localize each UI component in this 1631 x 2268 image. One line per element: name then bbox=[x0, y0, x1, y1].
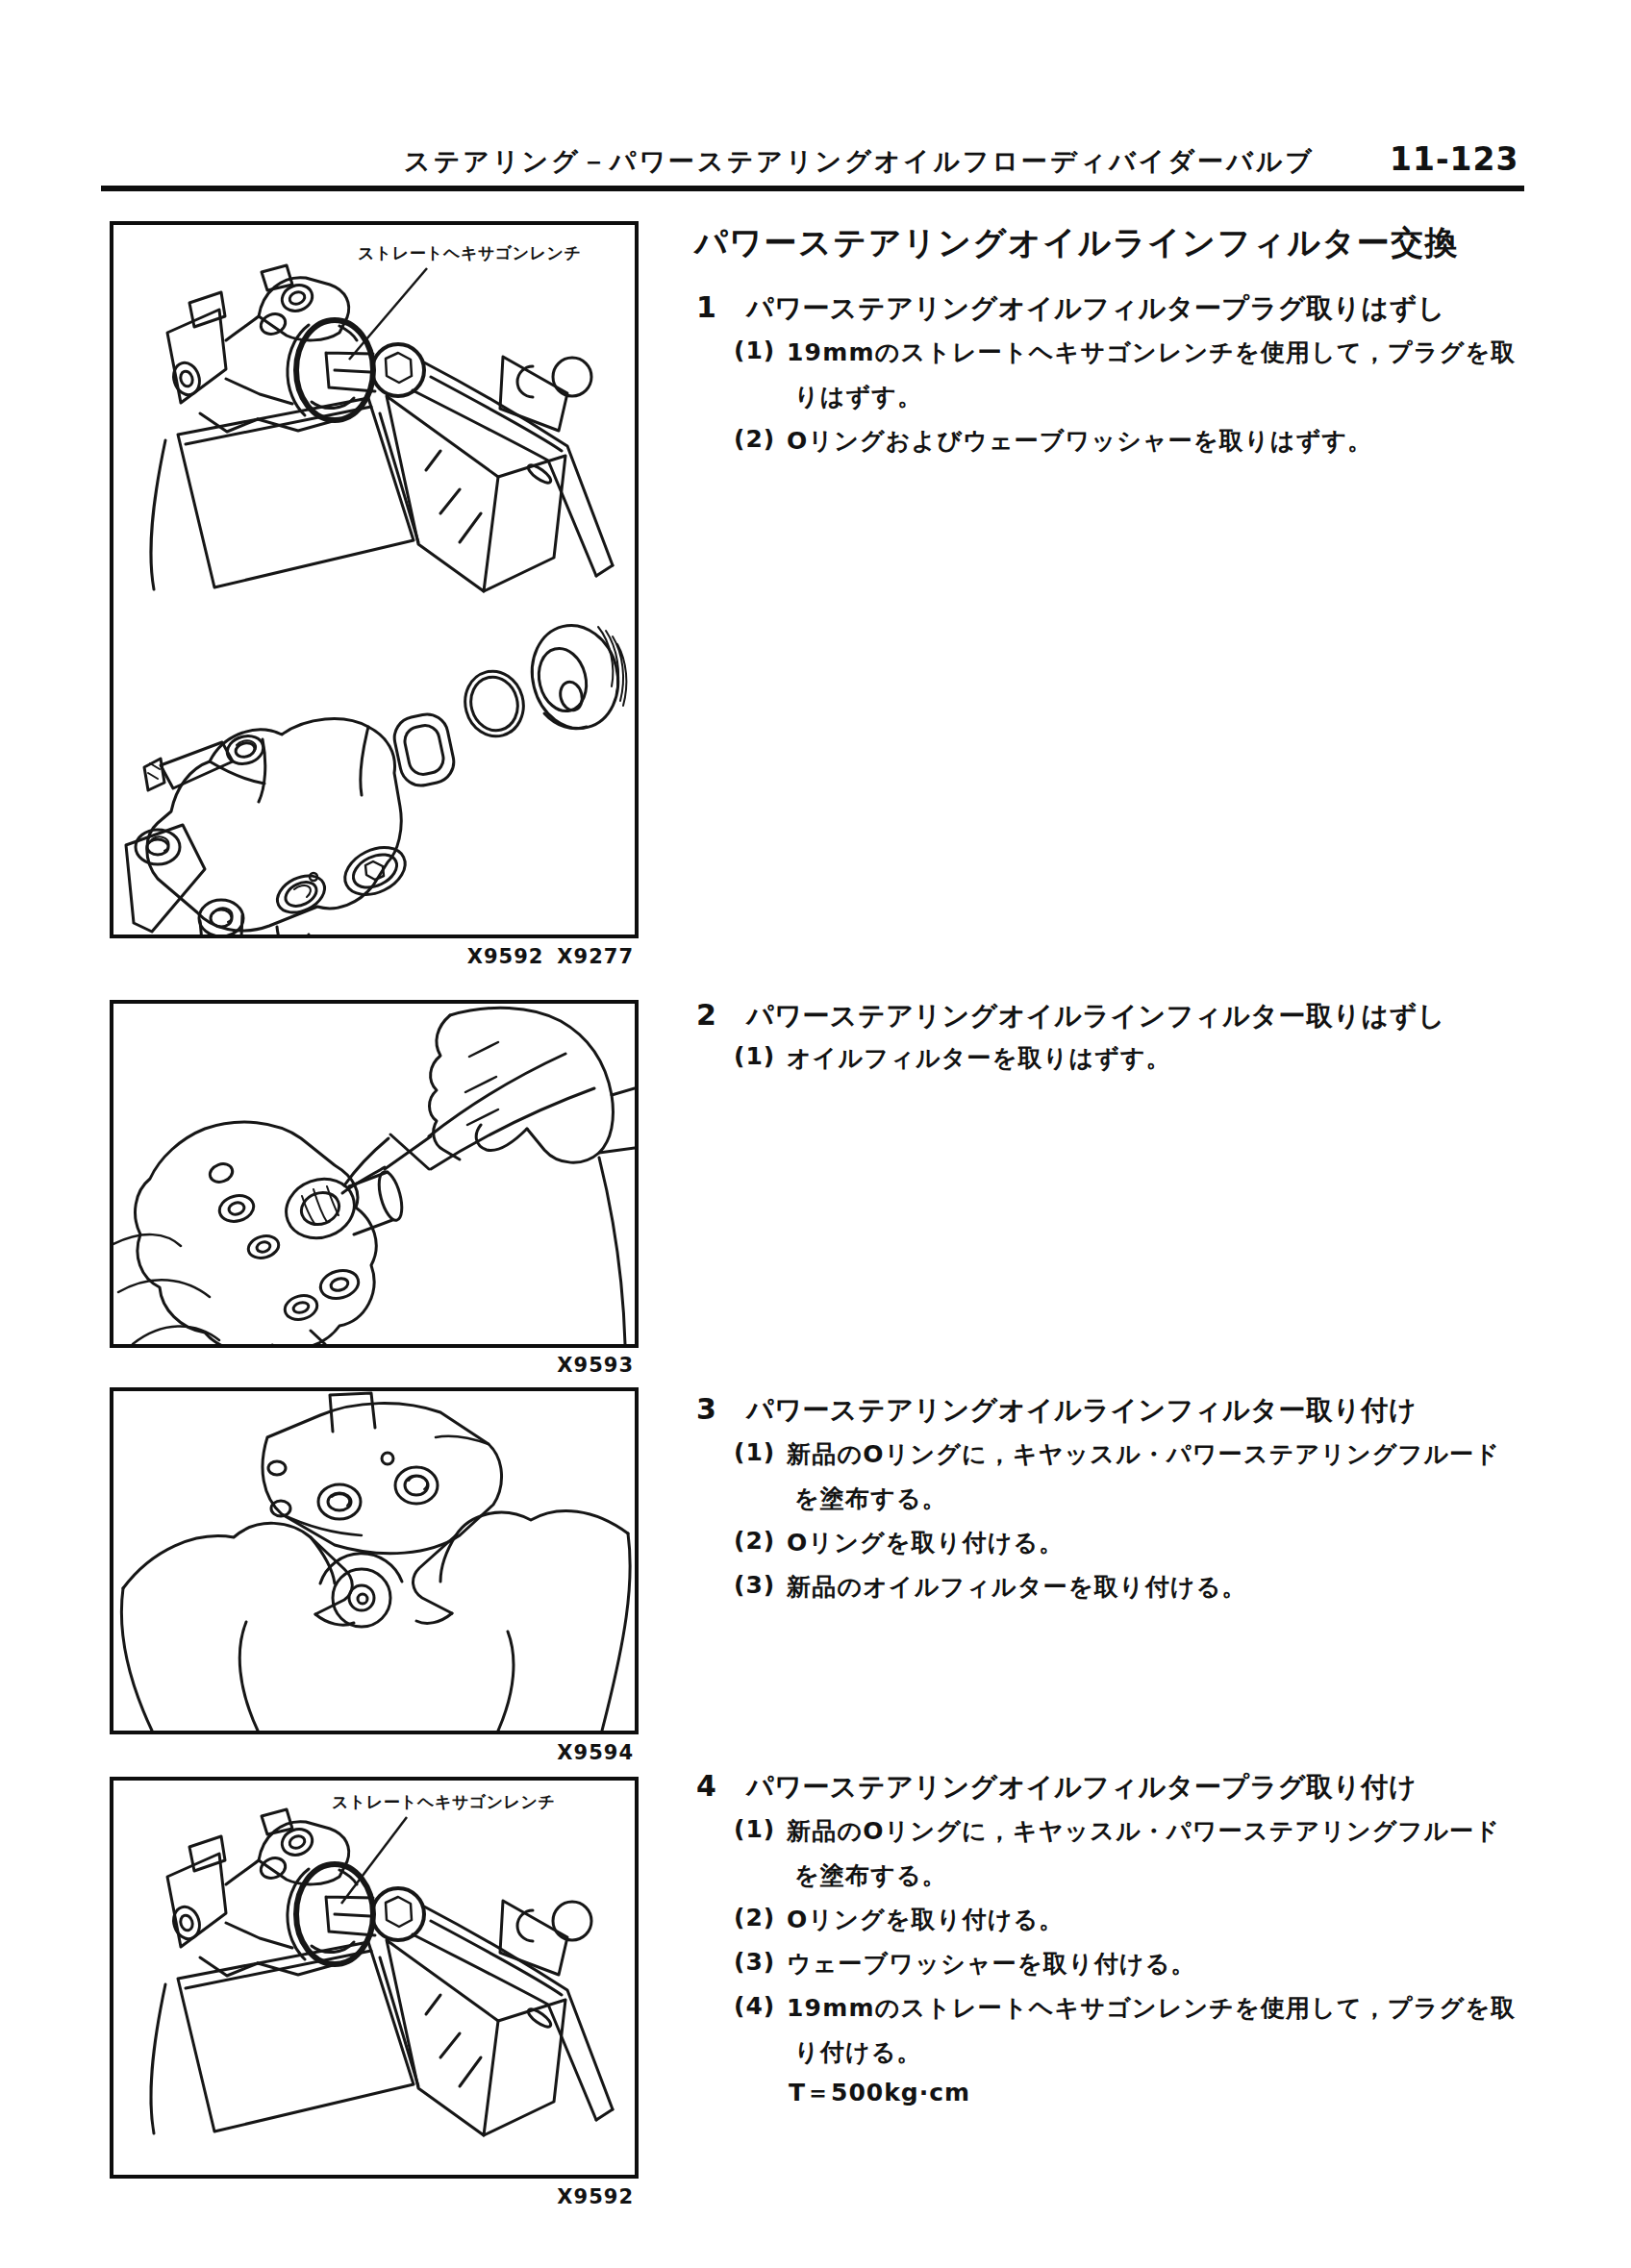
item-text: 新品のOリングに，キヤッスル・パワーステアリングフルード bbox=[787, 1438, 1500, 1470]
figure-code: X9593 bbox=[557, 1354, 634, 1377]
step-title: パワーステアリングオイルフィルタープラグ取りはずし bbox=[746, 290, 1445, 327]
figure-codes: X9592 bbox=[557, 2185, 634, 2208]
torque-spec: T＝500kg·cm bbox=[789, 2077, 970, 2108]
plug-removal-illustration bbox=[113, 225, 635, 935]
figure-code: X9592 bbox=[467, 945, 544, 968]
figure-filter-install bbox=[110, 1387, 639, 1734]
item-text: りはずす。 bbox=[794, 381, 922, 412]
figure-annotation-wrench: ストレートヘキサゴンレンチ bbox=[332, 1791, 555, 1813]
plug-install-illustration bbox=[113, 1781, 635, 2175]
step-title: パワーステアリングオイルラインフィルター取りはずし bbox=[746, 998, 1445, 1034]
filter-removal-illustration bbox=[113, 1004, 635, 1344]
filter-install-illustration bbox=[113, 1391, 635, 1731]
item-label: (4) bbox=[734, 1992, 775, 2020]
item-text: Oリングを取り付ける。 bbox=[787, 1527, 1065, 1558]
item-text: を塗布する。 bbox=[794, 1483, 947, 1514]
figure-code: X9594 bbox=[557, 1741, 634, 1764]
item-label: (2) bbox=[734, 1904, 775, 1932]
item-text: ウェーブワッシャーを取り付ける。 bbox=[787, 1948, 1196, 1980]
figure-code: X9277 bbox=[557, 945, 634, 968]
step-title: パワーステアリングオイルフィルタープラグ取り付け bbox=[746, 1769, 1417, 1806]
figure-annotation-wrench: ストレートヘキサゴンレンチ bbox=[358, 242, 581, 264]
figure-codes: X9594 bbox=[557, 1741, 634, 1764]
item-text: を塗布する。 bbox=[794, 1859, 947, 1891]
item-label: (1) bbox=[734, 1042, 775, 1070]
item-text: Oリングおよびウェーブワッシャーを取りはずす。 bbox=[787, 425, 1372, 457]
item-label: (1) bbox=[734, 336, 775, 364]
item-text: 19mmのストレートヘキサゴンレンチを使用して，プラグを取 bbox=[787, 1992, 1516, 2024]
item-label: (2) bbox=[734, 1527, 775, 1555]
figure-plug-install: ストレートヘキサゴンレンチ bbox=[110, 1777, 639, 2179]
item-label: (3) bbox=[734, 1948, 775, 1976]
figure-codes: X9592 X9277 bbox=[467, 945, 634, 968]
item-text: オイルフィルターを取りはずす。 bbox=[787, 1042, 1171, 1074]
step-title: パワーステアリングオイルラインフィルター取り付け bbox=[746, 1392, 1417, 1429]
item-text: 19mmのストレートヘキサゴンレンチを使用して，プラグを取 bbox=[787, 336, 1516, 368]
step-number: 3 bbox=[696, 1392, 716, 1426]
step-number: 2 bbox=[696, 998, 716, 1032]
item-label: (2) bbox=[734, 425, 775, 453]
item-text: り付ける。 bbox=[794, 2036, 922, 2068]
section-header: ステアリング－パワーステアリングオイルフローディバイダーバルブ bbox=[404, 144, 1315, 179]
item-label: (1) bbox=[734, 1438, 775, 1466]
header-rule bbox=[101, 186, 1524, 191]
step-number: 1 bbox=[696, 290, 716, 324]
item-text: 新品のOリングに，キヤッスル・パワーステアリングフルード bbox=[787, 1815, 1500, 1847]
figure-codes: X9593 bbox=[557, 1354, 634, 1377]
page-title: パワーステアリングオイルラインフィルター交換 bbox=[694, 221, 1459, 265]
figure-plug-removal: ストレートヘキサゴンレンチ bbox=[110, 221, 639, 938]
item-text: 新品のオイルフィルターを取り付ける。 bbox=[787, 1571, 1247, 1603]
item-label: (3) bbox=[734, 1571, 775, 1599]
figure-code: X9592 bbox=[557, 2185, 634, 2208]
step-number: 4 bbox=[696, 1769, 716, 1803]
item-label: (1) bbox=[734, 1815, 775, 1843]
figure-filter-removal bbox=[110, 1000, 639, 1348]
item-text: Oリングを取り付ける。 bbox=[787, 1904, 1065, 1935]
page-number: 11-123 bbox=[1390, 140, 1519, 178]
